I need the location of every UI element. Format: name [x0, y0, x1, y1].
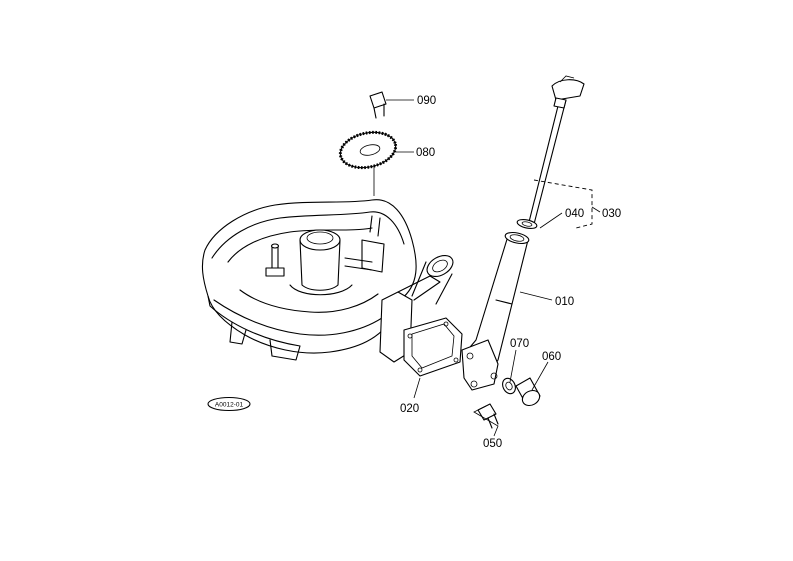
callout-080: 080 — [416, 147, 435, 159]
callout-040: 040 — [565, 208, 584, 220]
callout-020: 020 — [400, 403, 419, 415]
callout-030: 030 — [602, 208, 621, 220]
callout-010: 010 — [555, 296, 574, 308]
reference-badge: A0012-01 — [207, 396, 251, 412]
dipstick-030 — [527, 75, 585, 229]
oil-filler-pipe-010 — [461, 231, 530, 391]
reference-code: A0012-01 — [215, 402, 244, 409]
callout-090: 090 — [417, 95, 436, 107]
callout-050: 050 — [483, 438, 502, 450]
plug-060 — [515, 377, 541, 407]
gasket-020 — [403, 317, 463, 377]
bolt-090 — [369, 91, 387, 119]
leader-lines — [386, 99, 601, 437]
gear-washer-080 — [338, 130, 398, 196]
washer-070 — [502, 377, 516, 395]
o-ring-040 — [516, 219, 538, 229]
callout-070: 070 — [510, 338, 529, 350]
callout-060: 060 — [542, 351, 561, 363]
crankcase-housing — [201, 199, 454, 363]
